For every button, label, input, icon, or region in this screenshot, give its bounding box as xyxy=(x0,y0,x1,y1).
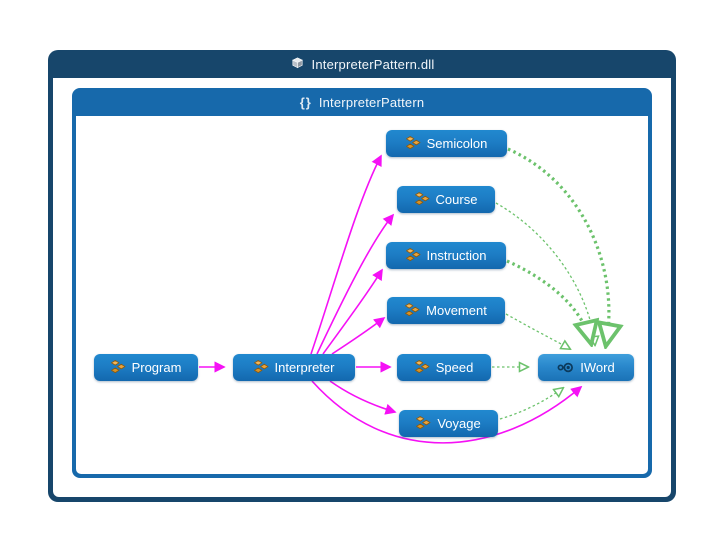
class-icon xyxy=(416,416,431,431)
node-course[interactable]: Course xyxy=(397,186,495,213)
node-label: IWord xyxy=(580,360,615,375)
assembly-title: InterpreterPattern.dll xyxy=(311,56,435,72)
class-icon xyxy=(414,192,430,207)
namespace-group[interactable]: {} InterpreterPattern xyxy=(72,88,652,478)
node-label: Instruction xyxy=(426,248,487,263)
node-label: Semicolon xyxy=(426,136,488,151)
namespace-title: InterpreterPattern xyxy=(318,94,425,110)
node-voyage[interactable]: Voyage xyxy=(399,410,498,437)
namespace-group-header[interactable]: {} InterpreterPattern xyxy=(72,88,652,116)
node-label: Course xyxy=(435,192,478,207)
node-label: Speed xyxy=(435,360,474,375)
assembly-group-header[interactable]: InterpreterPattern.dll xyxy=(48,50,676,78)
node-instruction[interactable]: Instruction xyxy=(386,242,506,269)
node-program[interactable]: Program xyxy=(94,354,198,381)
interface-icon xyxy=(557,361,574,374)
class-icon xyxy=(405,303,420,318)
namespace-group-body xyxy=(76,116,648,474)
node-interpreter[interactable]: Interpreter xyxy=(233,354,355,381)
class-icon xyxy=(405,136,421,151)
node-semicolon[interactable]: Semicolon xyxy=(386,130,507,157)
node-label: Program xyxy=(131,360,182,375)
node-movement[interactable]: Movement xyxy=(387,297,505,324)
assembly-icon xyxy=(290,55,305,73)
node-label: Voyage xyxy=(437,416,481,431)
node-iword[interactable]: IWord xyxy=(538,354,634,381)
class-icon xyxy=(253,360,269,375)
class-icon xyxy=(414,360,430,375)
class-icon xyxy=(110,360,126,375)
namespace-icon: {} xyxy=(299,94,312,110)
node-label: Movement xyxy=(426,303,487,318)
node-speed[interactable]: Speed xyxy=(397,354,491,381)
node-label: Interpreter xyxy=(274,360,335,375)
class-icon xyxy=(405,248,421,263)
